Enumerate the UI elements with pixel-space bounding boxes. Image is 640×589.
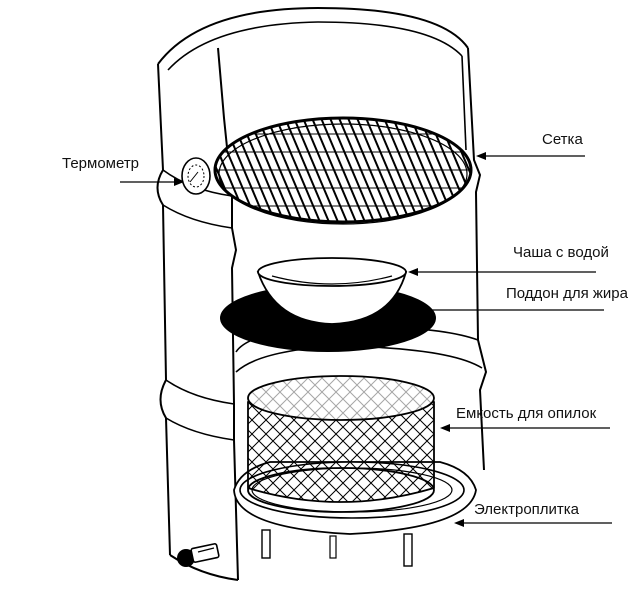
barrel-rim-inner (167, 21, 463, 71)
label-grease-tray: Поддон для жира (506, 285, 629, 302)
grate-bars (215, 118, 471, 222)
label-water-bowl: Чаша с водой (513, 244, 609, 261)
barrel-bottom-left (169, 554, 239, 581)
drain-valve (177, 543, 220, 567)
label-hot-plate: Электроплитка (474, 501, 580, 518)
hoop-upper-left-b (162, 204, 233, 229)
hoop-lower-left (165, 379, 235, 405)
barrel-left-wall (156, 63, 171, 556)
grate (213, 116, 473, 225)
label-thermometer: Термометр (62, 155, 139, 172)
hoop-lower-left-b (165, 417, 235, 441)
water-bowl (256, 257, 408, 325)
label-sawdust-container: Емкость для опилок (456, 405, 597, 422)
sawdust-container (247, 375, 435, 513)
barrel-right-inner (461, 55, 467, 151)
barrel-cut-edge-left (217, 47, 239, 581)
barrel-right-wall (467, 47, 488, 471)
label-grate: Сетка (542, 131, 583, 148)
annotations: Термометр Сетка Чаша с водой Поддон для … (62, 131, 629, 527)
barrel-rim-back (157, 6, 469, 65)
thermometer-dial (181, 157, 211, 195)
